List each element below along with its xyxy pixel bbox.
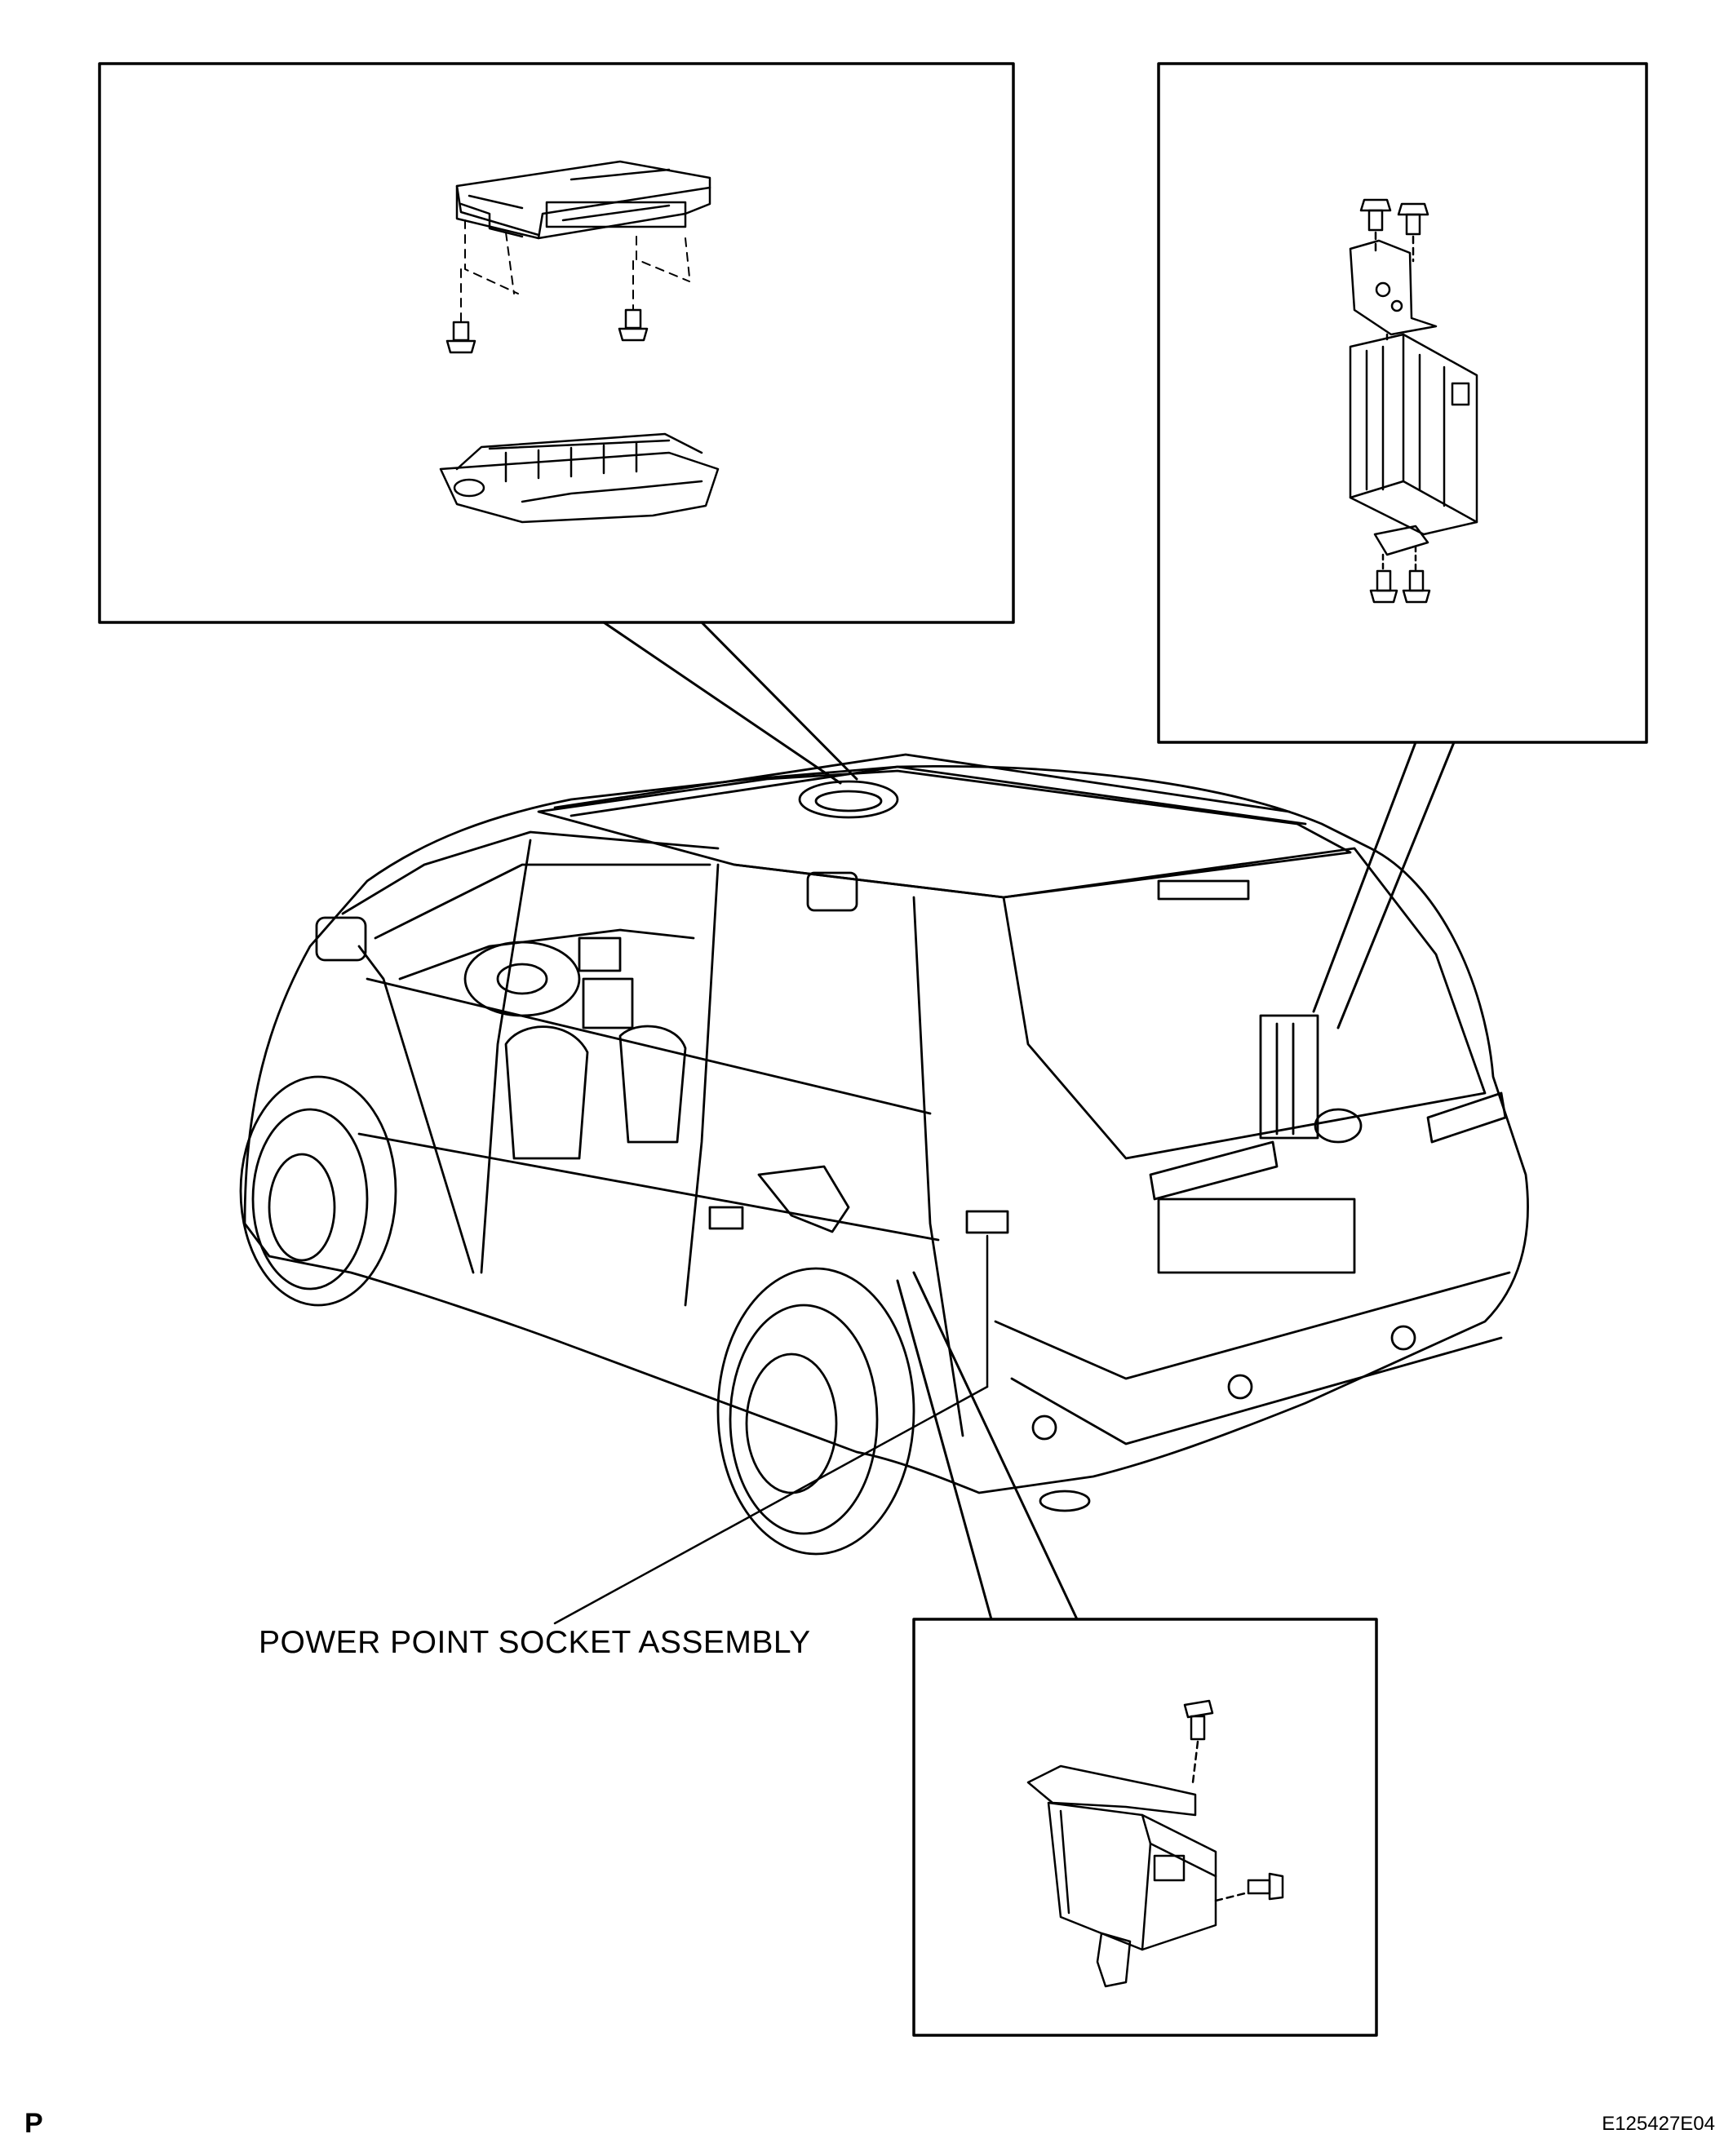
overhead-cover-drawing — [439, 432, 720, 524]
section-code-label: P — [24, 2108, 43, 2139]
roof-overhead-unit — [798, 780, 899, 819]
socket-in-vehicle — [708, 1206, 744, 1230]
front-wheel-drawing — [239, 1075, 397, 1307]
bolt-icon — [445, 321, 476, 354]
figure-id-label: E125427E04 — [1602, 2113, 1715, 2135]
entertainment-unit-drawing — [439, 160, 720, 524]
power-point-socket-in-vehicle — [965, 1210, 1009, 1234]
bolt-icon — [1359, 198, 1392, 232]
bolt-icon — [1247, 1872, 1284, 1901]
rear-module-in-vehicle — [1259, 1014, 1319, 1140]
bolt-icon — [1369, 569, 1398, 604]
bolt-icon — [618, 308, 649, 342]
rear-wheel-drawing — [716, 1267, 915, 1556]
side-module-callout — [896, 1271, 1378, 2037]
rear-module-callout — [1157, 62, 1648, 1029]
power-point-socket-label: POWER POINT SOCKET ASSEMBLY — [259, 1625, 811, 1660]
bolt-icon — [1183, 1699, 1214, 1741]
socket-leader-line — [553, 1234, 989, 1625]
minivan-drawing — [239, 753, 1529, 1556]
overhead-unit-callout — [98, 62, 1015, 785]
bolt-icon — [1402, 569, 1431, 604]
side-module-in-vehicle — [757, 1165, 850, 1233]
bolt-icon — [1397, 202, 1429, 236]
